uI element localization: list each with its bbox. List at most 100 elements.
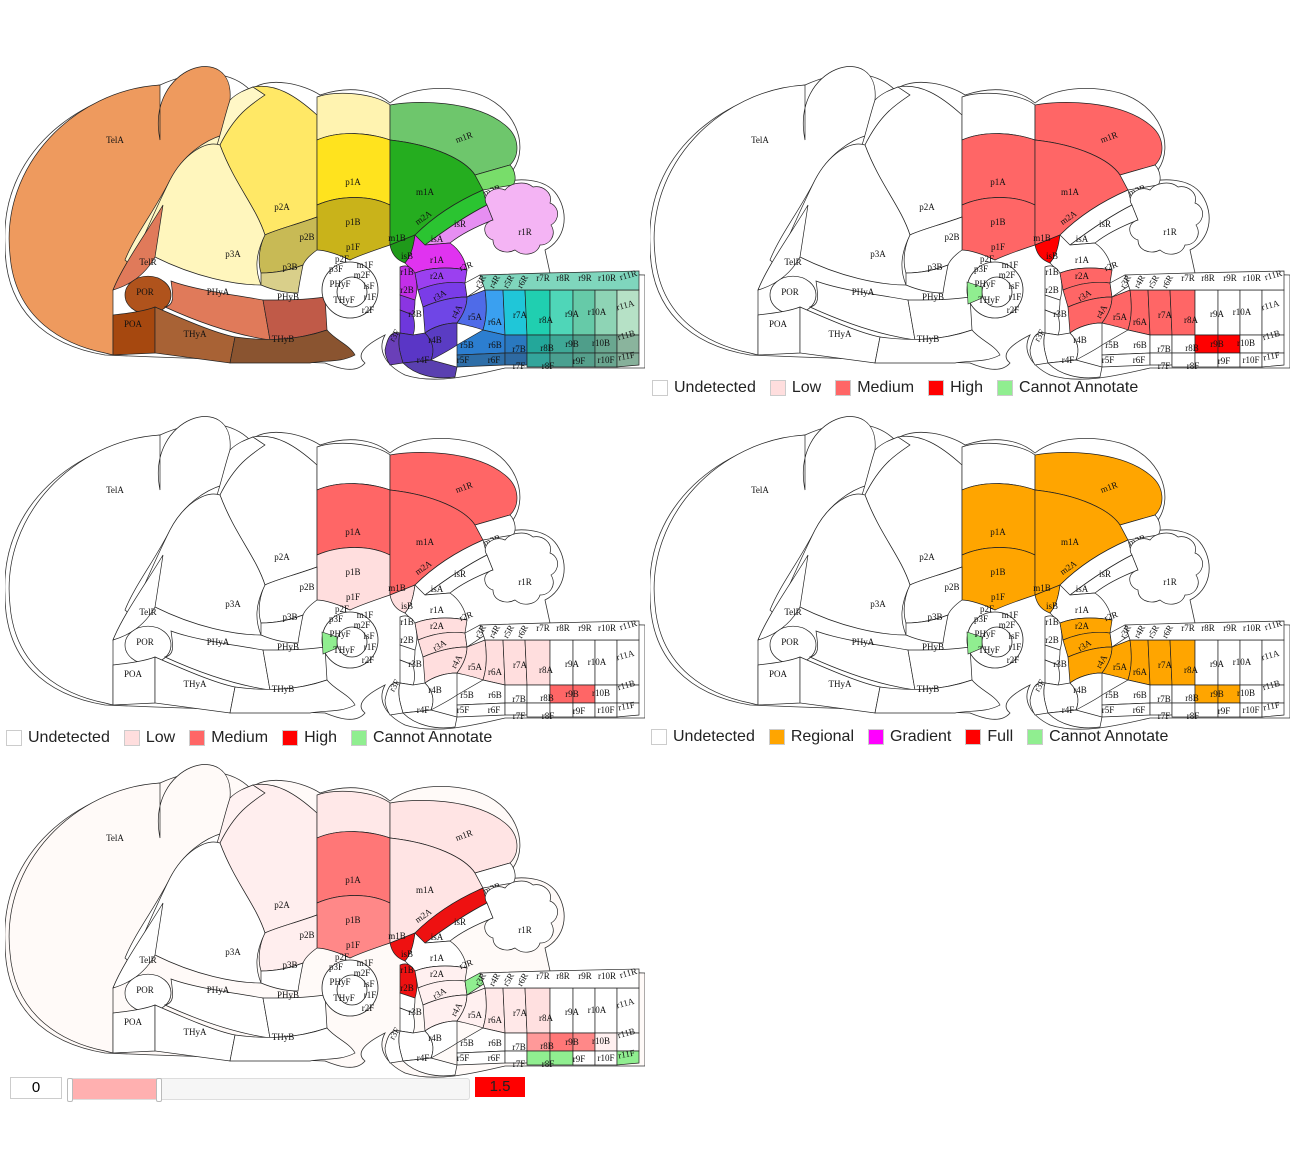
region-shape-p3b[interactable]: [260, 962, 304, 992]
region-shape-r1r[interactable]: [484, 182, 558, 255]
region-p3b[interactable]: p3B: [260, 262, 304, 294]
region-shape-r11a[interactable]: [616, 987, 640, 1034]
region-shape-p1a[interactable]: [316, 831, 391, 904]
region-r11f[interactable]: r11F: [1261, 700, 1285, 718]
region-shape-phya[interactable]: [163, 978, 271, 1039]
region-thyb[interactable]: THyB: [229, 329, 356, 364]
region-shape-poa[interactable]: [112, 656, 156, 706]
region-r11f[interactable]: r11F: [616, 350, 640, 368]
region-r11a[interactable]: r11A: [615, 639, 640, 686]
region-shape-por[interactable]: [769, 275, 817, 315]
rhombomere-roof-strip[interactable]: [1124, 270, 1285, 291]
region-r10b[interactable]: r10B: [592, 1032, 618, 1052]
region-shape-p1a[interactable]: [961, 133, 1036, 206]
region-shape-thyb[interactable]: [874, 679, 1001, 714]
region-shape-p3b[interactable]: [260, 614, 304, 644]
region-p1a[interactable]: p1A: [316, 483, 391, 556]
region-shape-r4b[interactable]: [424, 672, 458, 711]
region-p1a[interactable]: p1A: [961, 133, 1036, 206]
region-p1a[interactable]: p1A: [316, 133, 391, 206]
region-p1b[interactable]: p1B: [316, 547, 391, 611]
region-shape-r7a[interactable]: [524, 639, 551, 686]
region-r10f[interactable]: r10F: [594, 702, 618, 718]
region-shape-r3f[interactable]: [1029, 682, 1049, 716]
region-shape-thyb[interactable]: [229, 1027, 356, 1062]
region-shape-r7a[interactable]: [1169, 639, 1196, 686]
region-shape-r11a[interactable]: [1261, 289, 1285, 336]
region-por[interactable]: POR: [769, 625, 817, 665]
region-r9f[interactable]: r9F: [572, 352, 596, 368]
region-r11b[interactable]: r11B: [616, 678, 640, 704]
region-r4b[interactable]: r4B: [1069, 322, 1103, 361]
region-shape-p1b[interactable]: [961, 547, 1036, 611]
region-r11a[interactable]: r11A: [615, 987, 640, 1034]
region-p1a[interactable]: p1A: [961, 483, 1036, 556]
region-poa[interactable]: POA: [757, 306, 801, 356]
region-shape-r4f[interactable]: [1047, 359, 1103, 379]
region-shape-r1r[interactable]: [1129, 182, 1203, 255]
region-p3b[interactable]: p3B: [260, 960, 304, 992]
region-r9f[interactable]: r9F: [1217, 702, 1241, 718]
region-por[interactable]: POR: [124, 625, 172, 665]
region-r1r[interactable]: r1R: [484, 880, 558, 953]
region-shape-r3f[interactable]: [384, 1030, 404, 1064]
region-shape-r7a[interactable]: [1169, 289, 1196, 336]
region-r11b[interactable]: r11B: [616, 328, 640, 354]
region-r3f[interactable]: r3F: [384, 328, 404, 366]
region-shape-p1b[interactable]: [961, 197, 1036, 261]
region-por[interactable]: POR: [124, 275, 172, 315]
region-p1b[interactable]: p1B: [961, 547, 1036, 611]
region-shape-poa[interactable]: [112, 306, 156, 356]
region-r11a[interactable]: r11A: [1260, 289, 1285, 336]
region-shape-por[interactable]: [124, 275, 172, 315]
region-r11f[interactable]: r11F: [616, 700, 640, 718]
region-shape-p3b[interactable]: [260, 264, 304, 294]
region-por[interactable]: POR: [124, 973, 172, 1013]
rhombomere-roof-strip[interactable]: [1124, 620, 1285, 641]
scale-handle-min[interactable]: [67, 1078, 73, 1102]
region-poa[interactable]: POA: [112, 1004, 156, 1054]
region-r3f[interactable]: r3F: [1029, 328, 1049, 366]
region-shape-p3b[interactable]: [905, 264, 949, 294]
region-shape-r11f[interactable]: [616, 352, 640, 368]
region-shape-r11a[interactable]: [616, 639, 640, 686]
region-r4f[interactable]: r4F: [402, 1053, 458, 1077]
region-shape-r4f[interactable]: [402, 359, 458, 379]
region-por[interactable]: POR: [769, 275, 817, 315]
rhombomere-roof-strip[interactable]: [479, 270, 640, 291]
region-shape-r1r[interactable]: [1129, 532, 1203, 605]
region-phyf-shape[interactable]: [966, 281, 983, 305]
region-shape-r3f[interactable]: [384, 332, 404, 366]
region-p3b[interactable]: p3B: [260, 612, 304, 644]
region-shape-r7a[interactable]: [524, 289, 551, 336]
region-shape-r5a[interactable]: [482, 289, 506, 336]
region-r10f[interactable]: r10F: [594, 352, 618, 368]
scale-max-value[interactable]: 1.5: [475, 1077, 525, 1097]
region-r4f[interactable]: r4F: [402, 705, 458, 729]
region-r1r[interactable]: r1R: [1129, 532, 1203, 605]
region-r11b[interactable]: r11B: [616, 1026, 640, 1052]
region-phya[interactable]: PHyA: [808, 630, 916, 691]
region-thyb[interactable]: THyB: [229, 679, 356, 714]
region-shape-phya[interactable]: [163, 630, 271, 691]
region-r4b[interactable]: r4B: [424, 1020, 458, 1059]
region-shape-p3b[interactable]: [905, 614, 949, 644]
rhombomere-roof-strip[interactable]: [479, 968, 640, 989]
region-shape-r3f[interactable]: [384, 682, 404, 716]
region-shape-r4f[interactable]: [1047, 709, 1103, 729]
region-r1r[interactable]: r1R: [1129, 182, 1203, 255]
region-r2r[interactable]: r2R: [458, 259, 486, 298]
region-thyb[interactable]: THyB: [874, 329, 1001, 364]
region-shape-p1b[interactable]: [316, 895, 391, 959]
region-shape-p1a[interactable]: [961, 483, 1036, 556]
region-phya[interactable]: PHyA: [808, 280, 916, 341]
region-shape-r4b[interactable]: [1069, 672, 1103, 711]
region-r11b[interactable]: r11B: [1261, 678, 1285, 704]
region-m1r[interactable]: m1R: [389, 452, 518, 526]
region-r11f[interactable]: r11F: [1261, 350, 1285, 368]
region-shape-phya[interactable]: [808, 280, 916, 341]
region-r4f[interactable]: r4F: [1047, 355, 1103, 379]
region-shape-p1b[interactable]: [316, 197, 391, 261]
region-phyf-shape[interactable]: [321, 631, 338, 655]
region-r4b[interactable]: r4B: [424, 672, 458, 711]
